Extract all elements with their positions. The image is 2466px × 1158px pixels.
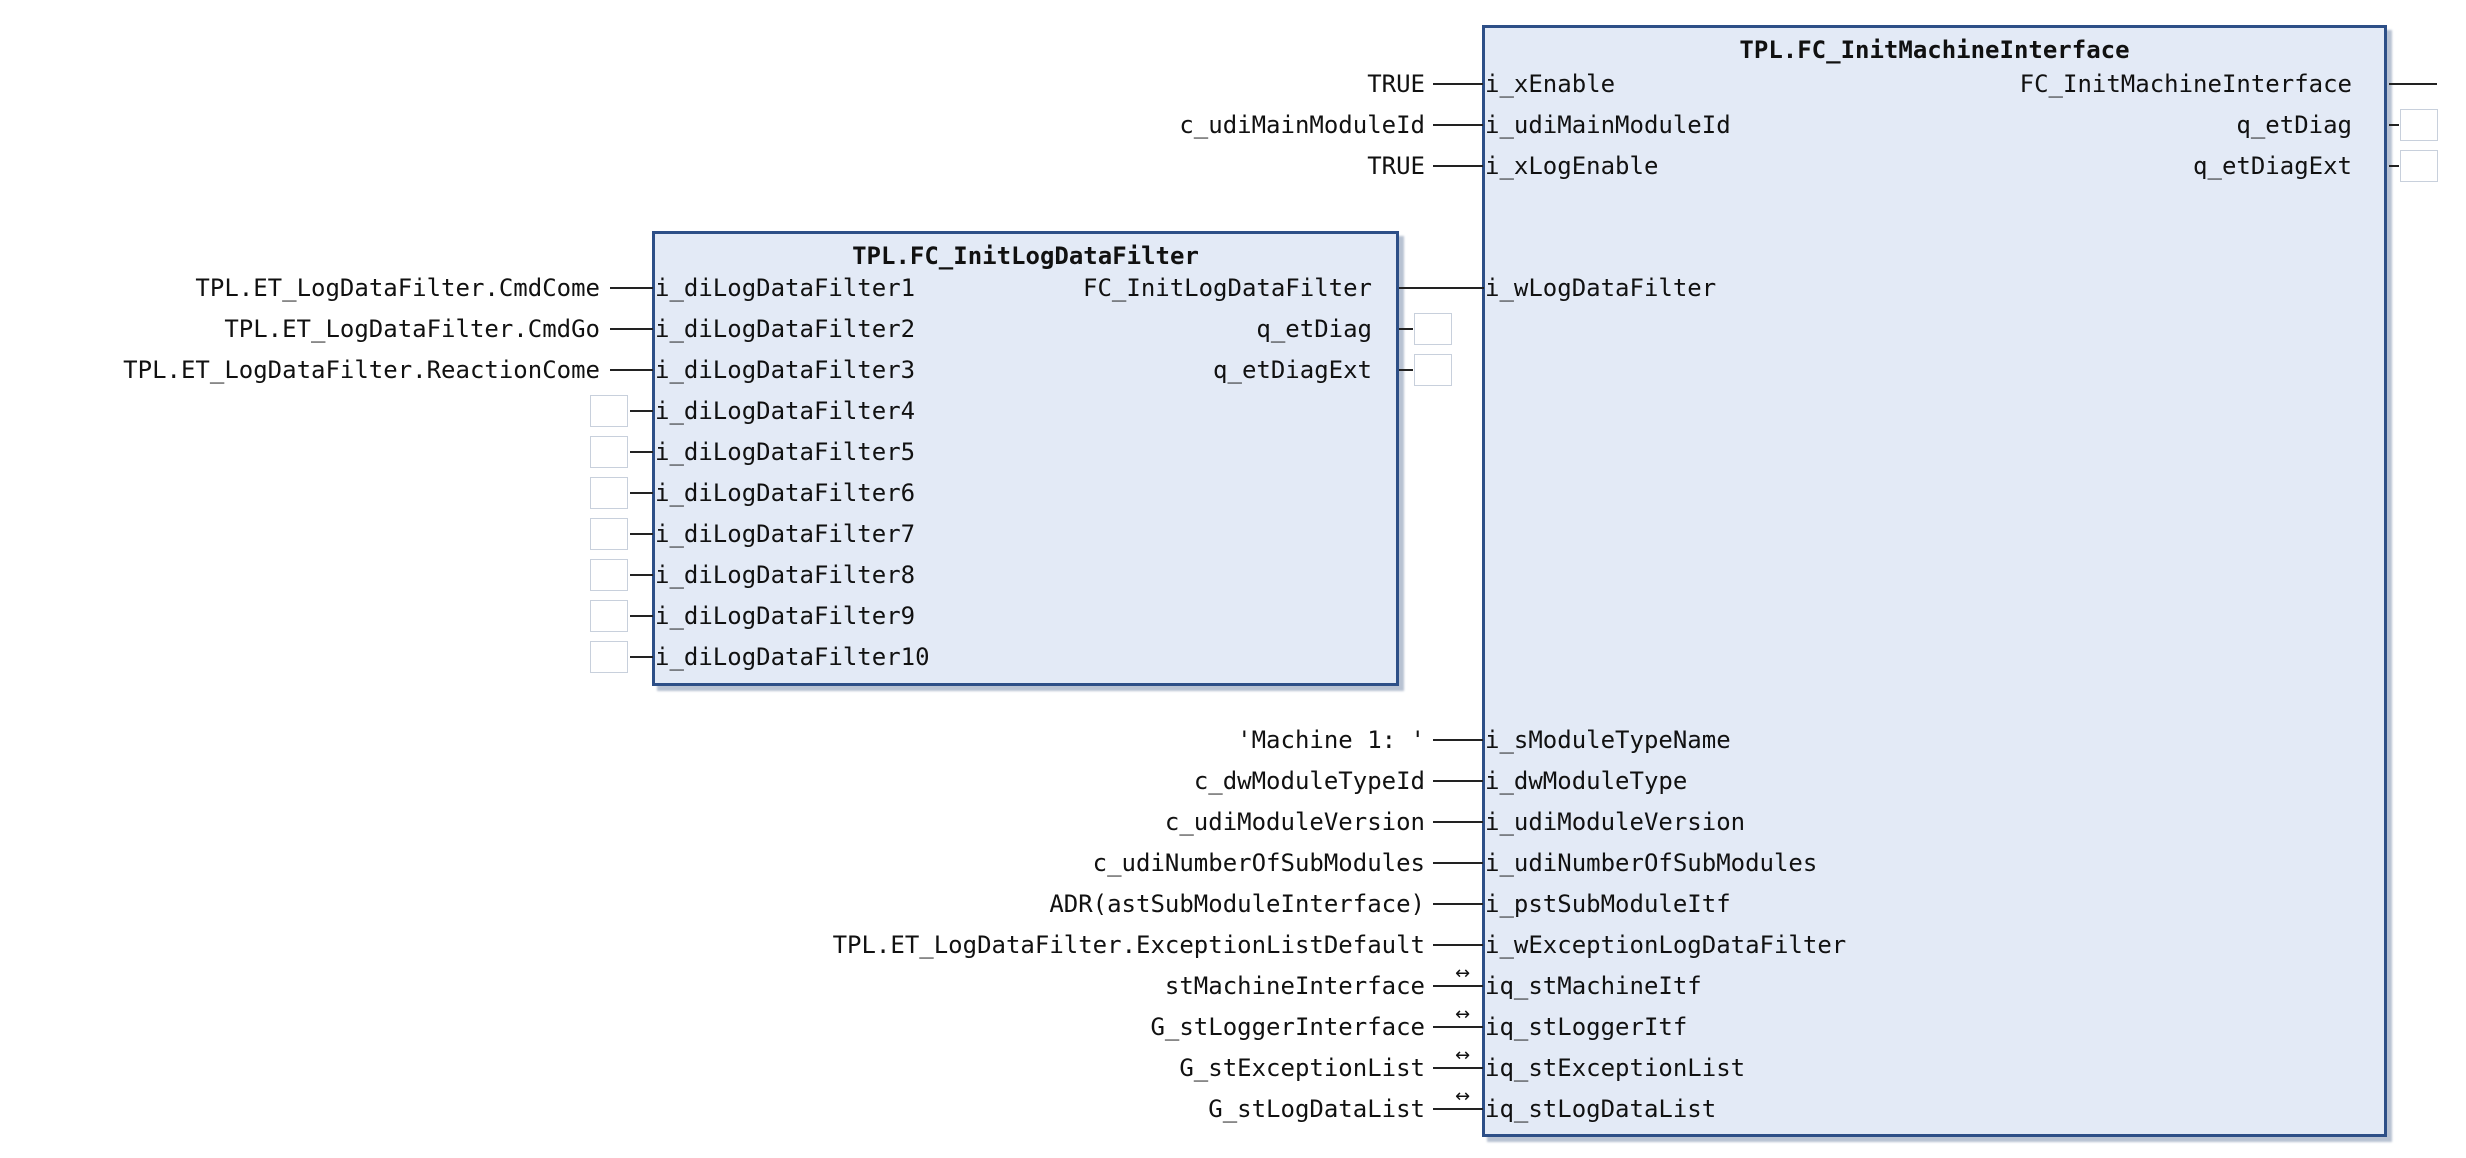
- filter-input-wire: [610, 328, 653, 330]
- main-input-arg[interactable]: ADR(astSubModuleInterface): [1049, 890, 1425, 918]
- filter-input-wire: [610, 369, 653, 371]
- filter-input-wire: [630, 656, 653, 658]
- main-input-pin: iq_stLoggerItf: [1485, 1013, 1688, 1041]
- main-input-pin: i_udiModuleVersion: [1485, 808, 1746, 836]
- main-input-arg[interactable]: c_udiModuleVersion: [1164, 808, 1425, 836]
- filter-input-pin: i_diLogDataFilter5: [655, 438, 916, 466]
- connection-line: [1399, 287, 1484, 289]
- filter-input-pin: i_diLogDataFilter3: [655, 356, 916, 384]
- filter-input-placeholder[interactable]: [590, 395, 628, 427]
- main-input-wire: [1433, 821, 1483, 823]
- filter-input-pin: i_diLogDataFilter1: [655, 274, 916, 302]
- main-input-wire: [1433, 862, 1483, 864]
- filter-input-arg[interactable]: TPL.ET_LogDataFilter.ReactionCome: [123, 356, 600, 384]
- inout-ref-icon: ↔: [1455, 963, 1471, 984]
- main-input-wire: [1433, 985, 1483, 987]
- fb-init-machine-interface[interactable]: TPL.FC_InitMachineInterface: [1482, 25, 2387, 1137]
- main-output-wire: [2389, 165, 2399, 167]
- fb-filter-title: TPL.FC_InitLogDataFilter: [852, 242, 1199, 270]
- filter-output-wire: [1399, 369, 1413, 371]
- main-input-wire: [1433, 165, 1483, 167]
- filter-output-return: FC_InitLogDataFilter: [1083, 274, 1372, 302]
- main-input-pin: iq_stExceptionList: [1485, 1054, 1746, 1082]
- filter-output-pin: q_etDiag: [1256, 315, 1372, 343]
- main-input-wire: [1433, 1067, 1483, 1069]
- main-input-pin: i_udiNumberOfSubModules: [1485, 849, 1818, 877]
- main-input-arg[interactable]: TRUE: [1367, 152, 1425, 180]
- main-input-arg[interactable]: TRUE: [1367, 70, 1425, 98]
- main-input-pin: iq_stLogDataList: [1485, 1095, 1717, 1123]
- main-input-pin: i_wExceptionLogDataFilter: [1485, 931, 1847, 959]
- main-output-placeholder[interactable]: [2400, 109, 2438, 141]
- main-input-arg[interactable]: c_udiMainModuleId: [1179, 111, 1425, 139]
- inout-ref-icon: ↔: [1455, 1004, 1471, 1025]
- main-input-arg[interactable]: c_dwModuleTypeId: [1193, 767, 1425, 795]
- filter-input-wire: [630, 451, 653, 453]
- main-input-arg[interactable]: G_stLogDataList: [1208, 1095, 1425, 1123]
- filter-output-wire: [1399, 328, 1413, 330]
- main-input-wire: [1433, 1108, 1483, 1110]
- filter-input-placeholder[interactable]: [590, 641, 628, 673]
- filter-input-placeholder[interactable]: [590, 436, 628, 468]
- main-input-pin: i_sModuleTypeName: [1485, 726, 1731, 754]
- main-input-wire: [1433, 124, 1483, 126]
- main-input-pin: i_dwModuleType: [1485, 767, 1688, 795]
- filter-input-pin: i_diLogDataFilter2: [655, 315, 916, 343]
- fb-main-title: TPL.FC_InitMachineInterface: [1739, 36, 2130, 64]
- filter-input-pin: i_diLogDataFilter8: [655, 561, 916, 589]
- main-input-arg[interactable]: stMachineInterface: [1164, 972, 1425, 1000]
- main-input-wire: [1433, 739, 1483, 741]
- filter-input-wire: [630, 615, 653, 617]
- main-input-pin: iq_stMachineItf: [1485, 972, 1702, 1000]
- main-input-arg[interactable]: 'Machine 1: ': [1237, 726, 1425, 754]
- main-output-wire: [2389, 124, 2399, 126]
- filter-input-placeholder[interactable]: [590, 477, 628, 509]
- main-output-placeholder[interactable]: [2400, 150, 2438, 182]
- main-input-arg[interactable]: c_udiNumberOfSubModules: [1092, 849, 1425, 877]
- main-input-pin: i_xEnable: [1485, 70, 1616, 98]
- filter-input-wire: [610, 287, 653, 289]
- main-input-arg[interactable]: G_stLoggerInterface: [1150, 1013, 1425, 1041]
- filter-input-arg[interactable]: TPL.ET_LogDataFilter.CmdGo: [224, 315, 600, 343]
- main-output-wire: [2389, 83, 2437, 85]
- inout-ref-icon: ↔: [1455, 1086, 1471, 1107]
- inout-ref-icon: ↔: [1455, 1045, 1471, 1066]
- main-output-pin: q_etDiag: [2236, 111, 2352, 139]
- main-input-pin: i_xLogEnable: [1485, 152, 1659, 180]
- main-input-arg[interactable]: TPL.ET_LogDataFilter.ExceptionListDefaul…: [832, 931, 1425, 959]
- main-input-wire: [1433, 903, 1483, 905]
- filter-input-pin: i_diLogDataFilter4: [655, 397, 916, 425]
- main-output-return: FC_InitMachineInterface: [2019, 70, 2352, 98]
- main-input-wire: [1433, 944, 1483, 946]
- filter-input-pin: i_diLogDataFilter6: [655, 479, 916, 507]
- main-input-wire: [1433, 83, 1483, 85]
- filter-output-placeholder[interactable]: [1414, 354, 1452, 386]
- fb-init-log-data-filter[interactable]: TPL.FC_InitLogDataFilter: [652, 231, 1399, 686]
- filter-input-placeholder[interactable]: [590, 518, 628, 550]
- filter-input-arg[interactable]: TPL.ET_LogDataFilter.CmdCome: [195, 274, 600, 302]
- filter-input-wire: [630, 410, 653, 412]
- filter-input-wire: [630, 492, 653, 494]
- filter-input-placeholder[interactable]: [590, 600, 628, 632]
- filter-input-pin: i_diLogDataFilter7: [655, 520, 916, 548]
- main-input-pin: i_wLogDataFilter: [1485, 274, 1717, 302]
- main-input-wire: [1433, 1026, 1483, 1028]
- filter-input-pin: i_diLogDataFilter9: [655, 602, 916, 630]
- main-input-wire: [1433, 780, 1483, 782]
- main-output-pin: q_etDiagExt: [2193, 152, 2352, 180]
- filter-input-wire: [630, 533, 653, 535]
- main-input-pin: i_pstSubModuleItf: [1485, 890, 1731, 918]
- filter-output-pin: q_etDiagExt: [1213, 356, 1372, 384]
- filter-input-pin: i_diLogDataFilter10: [655, 643, 930, 671]
- filter-input-placeholder[interactable]: [590, 559, 628, 591]
- main-input-arg[interactable]: G_stExceptionList: [1179, 1054, 1425, 1082]
- main-input-pin: i_udiMainModuleId: [1485, 111, 1731, 139]
- filter-input-wire: [630, 574, 653, 576]
- filter-output-placeholder[interactable]: [1414, 313, 1452, 345]
